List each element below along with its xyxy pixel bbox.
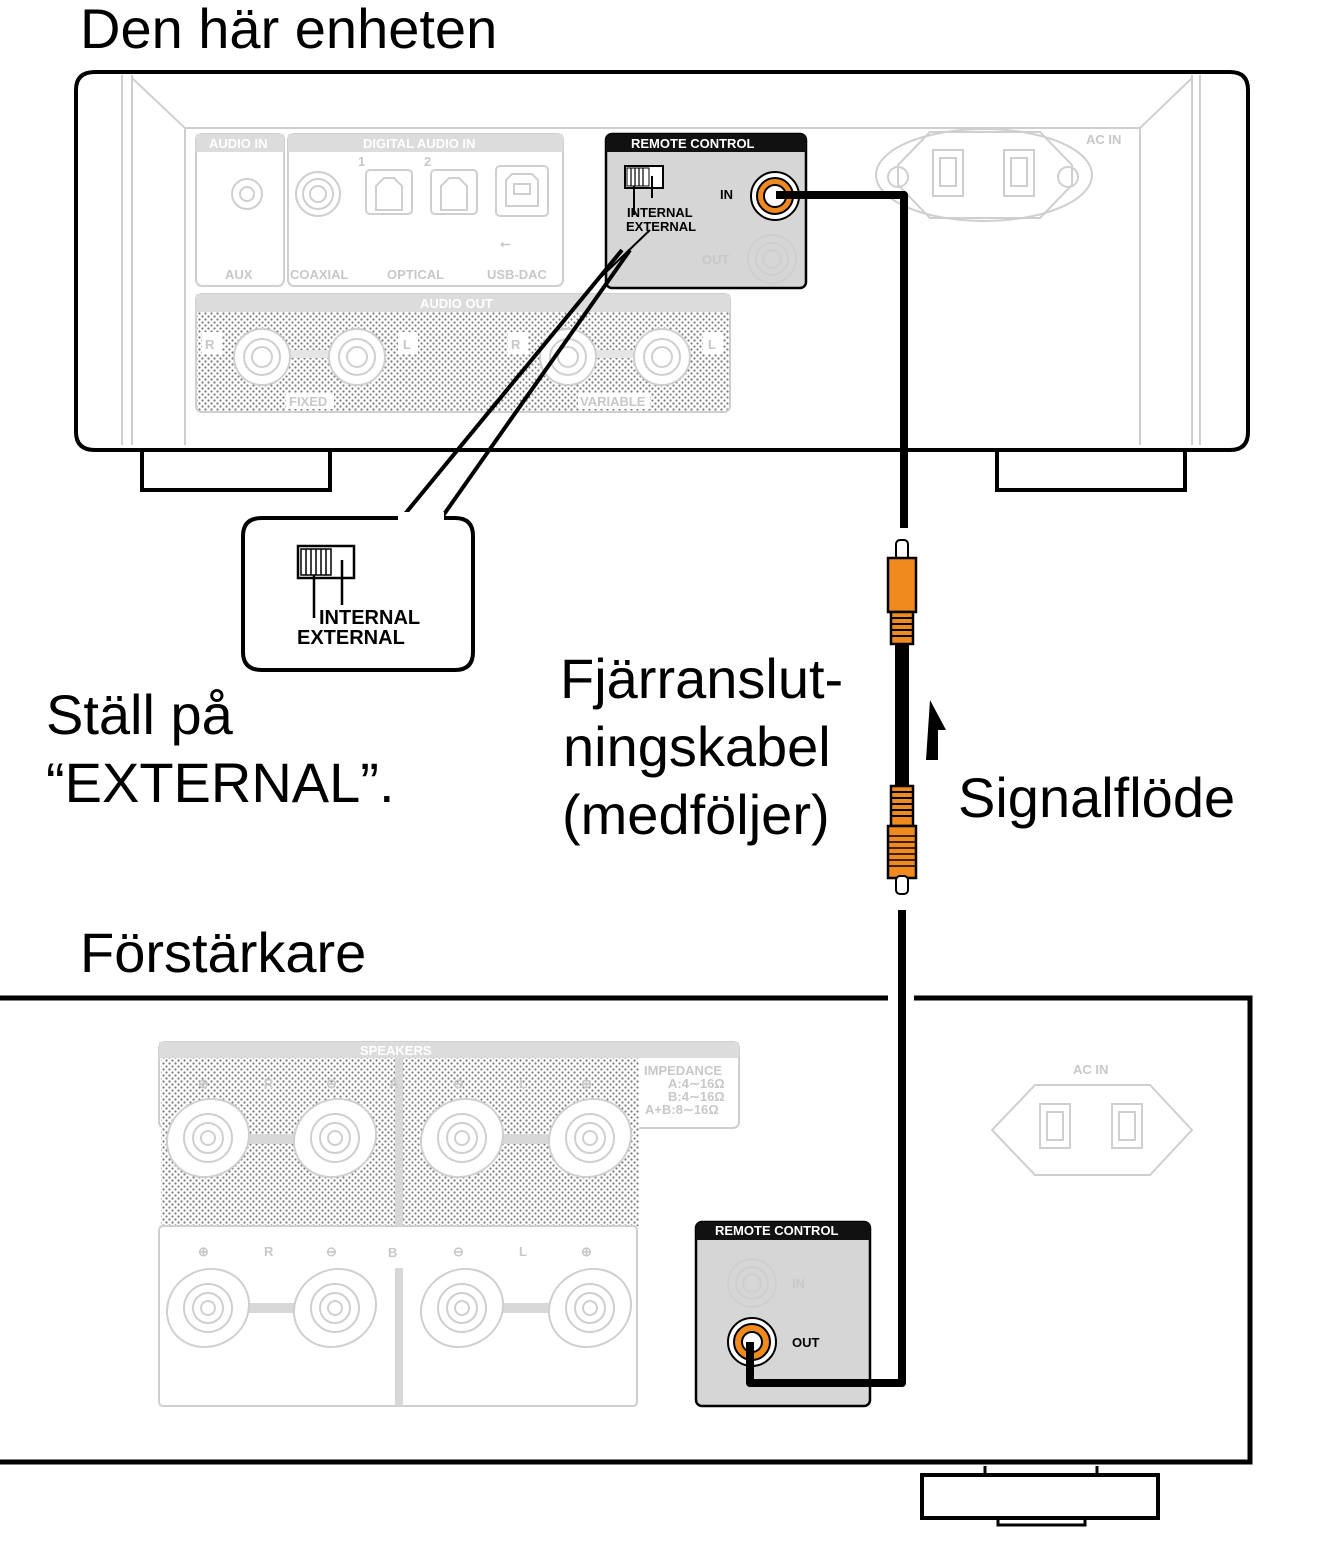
b-l-plus-label: ⊕	[581, 1244, 592, 1259]
unit-internal-label: INTERNAL	[627, 205, 693, 220]
optical-2-jack-icon	[430, 169, 478, 215]
b-r-minus-terminal-icon	[292, 1267, 378, 1349]
usb-symbol-icon: ⭠	[500, 236, 511, 251]
usb-dac-label: USB-DAC	[487, 267, 548, 282]
a-r-minus-label: ⊖	[326, 1076, 337, 1091]
amp-ac-inlet-icon: AC IN	[990, 1062, 1194, 1176]
aux-jack-icon	[231, 178, 263, 210]
fixed-r-label: R	[205, 337, 215, 352]
fixed-label: FIXED	[289, 394, 327, 409]
audio-out-block: AUDIO OUT FIXED VARIABLE R L R L	[195, 293, 731, 413]
optical-label: OPTICAL	[387, 267, 444, 282]
optical-2-number: 2	[424, 154, 431, 169]
amplifier-title: Förstärkare	[80, 921, 366, 984]
speaker-a-label: A	[389, 1076, 399, 1091]
callout-selector-switch-icon	[296, 544, 356, 618]
amp-remote-in-jack-icon	[727, 1258, 777, 1308]
unit-ac-in-label: AC IN	[1086, 132, 1121, 147]
callout-external-label: EXTERNAL	[297, 627, 405, 649]
variable-l-jack-icon	[633, 328, 691, 386]
amp-remote-control-label: REMOTE CONTROL	[715, 1223, 839, 1238]
aux-label: AUX	[225, 267, 253, 282]
amplifier-rear-panel	[0, 990, 1253, 1527]
fixed-l-jack-icon	[328, 328, 386, 386]
variable-l-label: L	[708, 337, 716, 352]
a-l-label: L	[519, 1076, 527, 1091]
a-l-minus-terminal-icon	[419, 1097, 505, 1179]
signal-flow-label: Signalflöde	[958, 766, 1235, 829]
b-l-plus-terminal-icon	[547, 1267, 633, 1349]
callout-internal-label: INTERNAL	[319, 607, 420, 629]
unit-remote-in-jack-icon	[750, 171, 800, 221]
impedance-b: B:4∼16Ω	[668, 1089, 725, 1104]
unit-selector-switch-icon	[624, 165, 664, 215]
digital-input-block: AUDIO IN DIGITAL AUDIO IN 1 2 ⭠	[195, 133, 564, 287]
unit-external-label: EXTERNAL	[626, 219, 696, 234]
lower-rca-plug-icon	[886, 784, 918, 895]
amp-remote-control-block: REMOTE CONTROL IN OUT	[694, 1220, 872, 1408]
coaxial-jack-icon	[295, 171, 341, 217]
digital-audio-in-label: DIGITAL AUDIO IN	[363, 136, 475, 151]
fixed-l-label: L	[403, 337, 411, 352]
b-l-minus-label: ⊖	[453, 1244, 464, 1259]
impedance-a: A:4∼16Ω	[668, 1076, 725, 1091]
audio-in-label: AUDIO IN	[209, 136, 268, 151]
cable-label-line-3: (medföljer)	[562, 783, 830, 846]
speakers-label: SPEAKERS	[360, 1043, 432, 1058]
a-r-plus-label: ⊕	[198, 1076, 209, 1091]
cable-label-line-1: Fjärranslut-	[560, 647, 843, 710]
unit-remote-out-jack-icon	[747, 234, 797, 284]
amp-remote-out-label: OUT	[792, 1335, 820, 1350]
unit-remote-control-label: REMOTE CONTROL	[631, 136, 755, 151]
coaxial-label: COAXIAL	[290, 267, 349, 282]
speaker-b-label: B	[388, 1245, 397, 1260]
remote-cable	[746, 191, 918, 1387]
a-l-plus-terminal-icon	[547, 1097, 633, 1179]
unit-ac-inlet-icon: AC IN	[875, 128, 1121, 222]
b-l-label: L	[519, 1244, 527, 1259]
instruction-line-2: “EXTERNAL”.	[46, 751, 395, 814]
unit-remote-control-block: REMOTE CONTROL INTERNAL EXTERNAL IN OUT	[604, 132, 808, 290]
b-l-minus-terminal-icon	[419, 1267, 505, 1349]
amp-ac-in-label: AC IN	[1073, 1062, 1108, 1077]
switch-callout: INTERNAL EXTERNAL	[241, 512, 475, 672]
variable-label: VARIABLE	[580, 394, 646, 409]
b-r-plus-terminal-icon	[165, 1267, 251, 1349]
a-l-minus-label: ⊖	[453, 1076, 464, 1091]
optical-1-number: 1	[358, 154, 365, 169]
unit-remote-out-label: OUT	[702, 252, 730, 267]
variable-r-label: R	[511, 337, 521, 352]
b-r-plus-label: ⊕	[198, 1244, 209, 1259]
signal-flow-arrow-icon	[926, 700, 946, 760]
a-r-label: R	[264, 1076, 274, 1091]
impedance-ab: A+B:8∼16Ω	[645, 1102, 719, 1117]
b-r-label: R	[264, 1244, 274, 1259]
a-r-plus-terminal-icon	[165, 1097, 251, 1179]
audio-out-label: AUDIO OUT	[420, 296, 493, 311]
cable-label-line-2: ningskabel	[563, 715, 831, 778]
amp-remote-in-label: IN	[792, 1276, 805, 1291]
a-r-minus-terminal-icon	[292, 1097, 378, 1179]
b-r-minus-label: ⊖	[326, 1244, 337, 1259]
fixed-r-jack-icon	[233, 328, 291, 386]
unit-title: Den här enheten	[80, 0, 497, 60]
instruction-line-1: Ställ på	[46, 683, 234, 746]
unit-remote-in-label: IN	[720, 187, 733, 202]
usb-jack-icon: ⭠	[495, 165, 549, 251]
upper-rca-plug-icon	[886, 539, 918, 646]
callout-leader	[398, 229, 651, 522]
speakers-block: SPEAKERS IMPEDANCE A:4∼16Ω B:4∼16Ω A+B:8…	[158, 1041, 740, 1407]
impedance-label: IMPEDANCE	[644, 1063, 722, 1078]
a-l-plus-label: ⊕	[581, 1076, 592, 1091]
optical-1-jack-icon	[365, 169, 413, 215]
